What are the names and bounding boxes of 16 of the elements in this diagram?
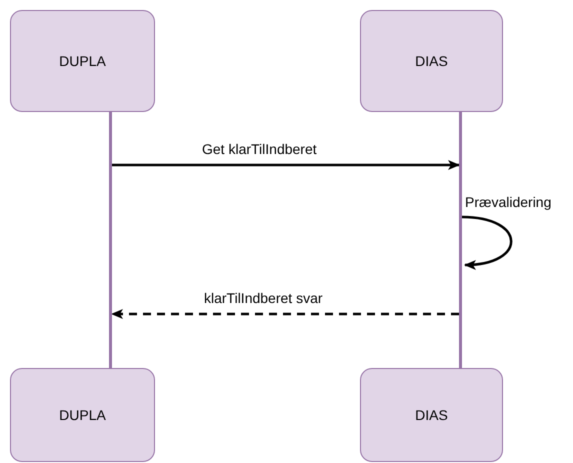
lifeline: [459, 112, 462, 368]
participant-box: [10, 10, 155, 112]
message-label: Get klarTilIndberet: [200, 141, 319, 157]
arrow: [462, 216, 512, 270]
participant-box: [10, 368, 155, 462]
participant-name: DUPLA: [59, 407, 106, 423]
participant-name: DIAS: [415, 407, 448, 423]
participant-name: DIAS: [415, 53, 448, 69]
participant-box: [360, 368, 503, 462]
message-label: klarTilIndberet svar: [202, 290, 325, 306]
participant-name: DUPLA: [59, 53, 106, 69]
arrow: [111, 309, 459, 319]
message-label: Prævalidering: [463, 194, 554, 210]
arrow: [112, 160, 460, 170]
lifeline: [109, 112, 112, 368]
participant-box: [360, 10, 503, 112]
